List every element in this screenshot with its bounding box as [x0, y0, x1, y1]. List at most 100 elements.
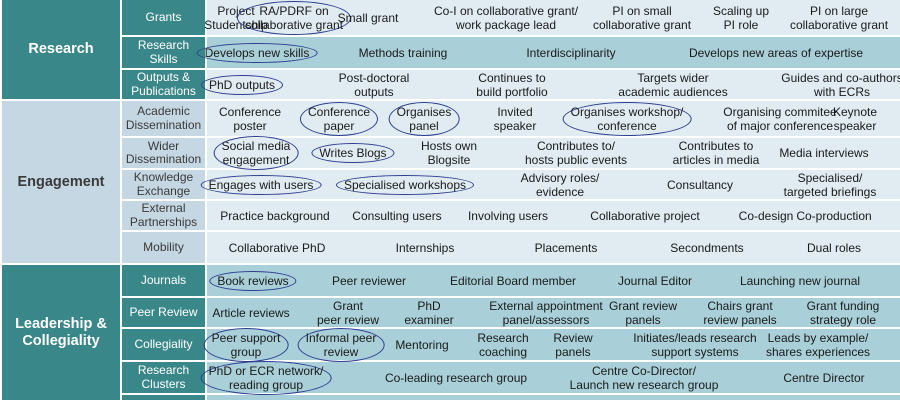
stage-item-line1: Targets wider [637, 70, 709, 85]
stage-item-line1: Editorial Board member [449, 273, 577, 288]
stage-item: Centre Co-Director/Launch new research g… [570, 364, 719, 392]
stage-item-line1: PI on small [612, 3, 672, 18]
stage-item-line1: Scaling up [712, 3, 770, 18]
stage-item-line2: speaker [833, 118, 877, 133]
stage-item: Consultancy [667, 178, 733, 192]
stage-item-line1: PI on large [809, 3, 869, 18]
stage-item: PhD outputs [200, 74, 284, 95]
row-knowledge-exchange: Engages with users Specialised workshops A… [200, 170, 900, 199]
stage-item: Methods training [359, 46, 448, 60]
stage-item-line1: Develops new areas of expertise [688, 45, 864, 60]
subcategory-cut-off [122, 395, 205, 400]
stage-item-line2: evidence [535, 184, 585, 199]
stage-item: Develops new areas of expertise [689, 46, 863, 60]
subcategory-academic-dissemination-line1: Academic [137, 104, 190, 118]
stage-item: Small grant [338, 11, 399, 25]
stage-item: Specialised workshops [335, 174, 475, 195]
stage-item-line1: Contributes to/ [536, 139, 616, 153]
stage-item-line1: Continues to [478, 70, 546, 85]
stage-item-line1: Peer support [211, 330, 281, 345]
stage-item: Consulting users [352, 209, 441, 223]
stage-item: Centre Director [783, 371, 864, 385]
stage-item-line1: PhD outputs [208, 77, 276, 92]
stage-item: Mentoring [395, 338, 448, 352]
stage-item-line1: Co-leading research group [384, 370, 528, 385]
stage-item-line2: examiner [404, 312, 454, 327]
stage-item: Launching new journal [740, 274, 860, 288]
stage-item: Article reviews [212, 306, 289, 320]
stage-item-line2: poster [233, 118, 267, 133]
category-leadership: Leadership & Collegiality [2, 265, 120, 400]
stage-item-line1: Invited [497, 104, 533, 119]
stage-item-line1: Internships [395, 240, 455, 255]
stage-item-line1: Initiates/leads research [633, 330, 757, 345]
stage-item-line1: Co-I on collaborative grant/ [433, 3, 579, 18]
subcategory-external-partnerships-line1: External [141, 201, 186, 215]
stage-item-line1: Centre Director [783, 370, 865, 385]
stage-item: Peer reviewer [332, 274, 406, 288]
stage-item-line2: outputs [354, 84, 394, 99]
stage-item-line1: Contributes to [678, 139, 754, 153]
stage-item: PhD or ECR network/reading group [200, 360, 332, 395]
stage-item: Organises workshop/conference [562, 101, 692, 136]
stage-item-line2: with ECRs [813, 84, 870, 99]
subcategory-research-clusters-line1: Research [137, 363, 190, 377]
stage-item-line2: targeted briefings [783, 184, 877, 199]
stage-item: Co-production [796, 209, 871, 223]
stage-item-line1: Review [553, 330, 593, 345]
stage-item: Collaborative PhD [229, 241, 326, 255]
stage-item-line1: Post-doctoral [338, 70, 410, 85]
stage-item-line1: Social media [221, 139, 291, 153]
stage-item-line2: Launch new research group [569, 377, 719, 392]
stage-item-line1: Collaborative project [590, 208, 700, 223]
stage-item-line1: Consulting users [352, 208, 442, 223]
stage-item: Involving users [468, 209, 548, 223]
stage-item-line1: Grant [332, 298, 363, 313]
subcategory-peer-review-label: Peer Review [129, 304, 198, 319]
stage-item-line2: collaborative grant [789, 17, 889, 32]
stage-item-line1: Placements [534, 240, 598, 255]
stage-item: Journal Editor [618, 274, 692, 288]
stage-item-line1: Keynote [832, 104, 878, 119]
stage-item-line2: Blogsite [427, 153, 471, 167]
row-cut-off [207, 395, 900, 400]
stage-item-line1: Writes Blogs [319, 146, 387, 160]
stage-item-line1: Peer reviewer [331, 273, 407, 288]
stage-item-line2: group [230, 344, 262, 359]
stage-item-line2: engagement [222, 153, 290, 167]
stage-item: Editorial Board member [450, 274, 576, 288]
stage-item-line1: External appointment [489, 298, 603, 313]
subcategory-journals-label: Journals [140, 272, 187, 287]
subcategory-knowledge-exchange-line2: Exchange [136, 183, 191, 198]
stage-item-line1: Co-design [738, 208, 794, 223]
stage-item-line1: Media interviews [779, 146, 869, 160]
stage-item: Develops new skills [196, 42, 318, 63]
stage-item-line1: Guides and co-authors [781, 70, 900, 85]
stage-item-line1: PhD or ECR network/ [208, 363, 324, 378]
stage-item: Engages with users [200, 174, 322, 195]
subcategory-research-skills-line2: Skills [149, 51, 178, 66]
stage-item: Practice background [220, 209, 329, 223]
stage-item: Advisory roles/evidence [521, 171, 600, 199]
row-research-clusters: PhD or ECR network/reading group Co-leadi… [200, 360, 900, 395]
stage-item-line1: Article reviews [212, 305, 290, 320]
